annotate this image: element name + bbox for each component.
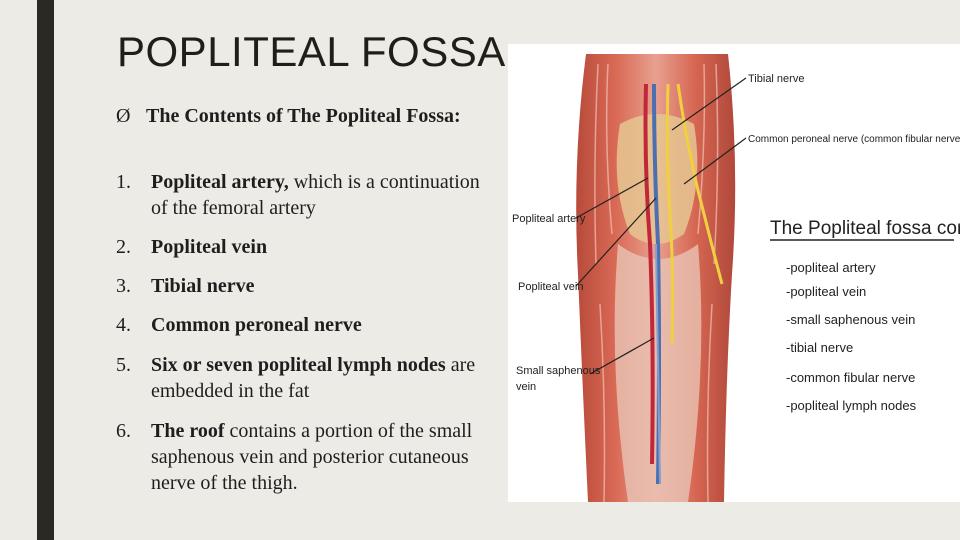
popliteal-artery-vessel (643, 83, 655, 465)
contents-heading: Ø The Contents of The Popliteal Fossa: (116, 103, 496, 129)
item-bold-text: Six or seven popliteal lymph nodes (151, 354, 446, 376)
popliteal-fossa-illustration: Tibial nerve Common peroneal nerve (comm… (512, 54, 960, 502)
anatomy-figure: Tibial nerve Common peroneal nerve (comm… (508, 44, 960, 502)
item-bold-text: Common peroneal nerve (151, 314, 362, 336)
item-text: contains a portion of the small saphenou… (151, 420, 473, 494)
item-bold-text: Popliteal vein (151, 236, 268, 258)
list-item: 2. Popliteal vein (116, 234, 496, 260)
small-saphenous-label-line2: vein (516, 381, 536, 393)
common-peroneal-label: Common peroneal nerve (common fibular ne… (748, 134, 960, 145)
small-saphenous-vein-shape (655, 243, 661, 485)
item-text: are embedded in the fat (151, 354, 476, 402)
common-peroneal-nerve-shape (676, 83, 724, 285)
list-item: 1. Popliteal artery, which is a continua… (116, 169, 496, 221)
list-item: 4. Common peroneal nerve (116, 312, 496, 338)
list-item: 3. Tibial nerve (116, 273, 496, 299)
contains-item: -common fibular nerve (786, 370, 915, 385)
contains-item: -small saphenous vein (786, 312, 915, 327)
item-number: 4. (116, 314, 131, 336)
list-item: 5. Six or seven popliteal lymph nodes ar… (116, 352, 496, 404)
item-number: 2. (116, 236, 131, 258)
list-item: 6. The roof contains a portion of the sm… (116, 418, 496, 496)
contains-item: -tibial nerve (786, 340, 853, 355)
item-number: 3. (116, 275, 131, 297)
arrow-bullet-icon: Ø (116, 105, 131, 127)
item-bold-text: Tibial nerve (151, 275, 255, 297)
item-text: which is a continuation of the femoral a… (151, 171, 480, 219)
item-number: 6. (116, 420, 131, 442)
item-number: 1. (116, 171, 131, 193)
popliteal-artery-label: Popliteal artery (512, 213, 586, 225)
contains-item: -popliteal artery (786, 260, 876, 275)
contains-title: The Popliteal fossa contains: (770, 218, 960, 239)
tibial-nerve-shape (665, 83, 675, 345)
tibial-nerve-label: Tibial nerve (748, 73, 804, 85)
left-accent-bar (37, 0, 54, 540)
small-saphenous-label: Small saphenous (516, 365, 601, 377)
item-number: 5. (116, 354, 131, 376)
item-bold-text: The roof (151, 420, 225, 442)
popliteal-vein-label: Popliteal vein (518, 281, 583, 293)
heading-text: The Contents of The Popliteal Fossa: (146, 105, 461, 127)
contains-item: -popliteal vein (786, 284, 866, 299)
contains-item: -popliteal lymph nodes (786, 398, 917, 413)
slide-title: POPLITEAL FOSSA (117, 28, 506, 75)
item-bold-text: Popliteal artery, (151, 171, 289, 193)
